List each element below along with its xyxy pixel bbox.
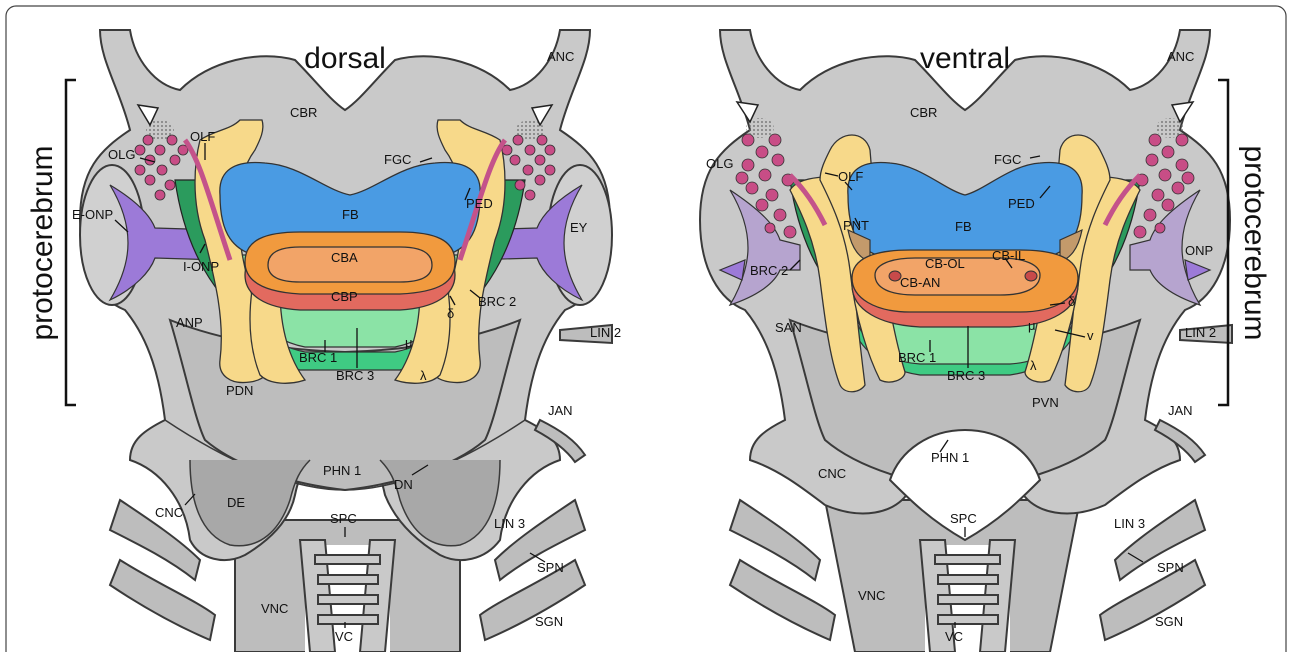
label-mu: μ	[405, 335, 413, 350]
label-nu: v	[1087, 328, 1094, 343]
label-fgc: FGC	[384, 152, 411, 167]
label-cbp: CBP	[331, 289, 358, 304]
label-jan: JAN	[1168, 403, 1193, 418]
label-vnc: VNC	[261, 601, 288, 616]
label-lambda: λ	[420, 368, 427, 383]
label-olg: OLG	[108, 147, 135, 162]
label-cba: CBA	[331, 250, 358, 265]
label-pvn: PVN	[1032, 395, 1059, 410]
label-lambda: λ	[1030, 358, 1037, 373]
label-ped: PED	[466, 196, 493, 211]
label-fb: FB	[955, 219, 972, 234]
label-sgn: SGN	[535, 614, 563, 629]
commissure-4	[318, 615, 378, 624]
label-san: SAN	[775, 320, 802, 335]
dorsal-title: dorsal	[304, 42, 386, 75]
label-anc: ANC	[547, 49, 574, 64]
label-lin2: LIN 2	[590, 325, 621, 340]
label-brc3: BRC 3	[947, 368, 985, 383]
commissure-3	[938, 595, 998, 604]
commissure-3	[318, 595, 378, 604]
label-cb-ol: CB-OL	[925, 256, 965, 271]
label-lin3: LIN 3	[494, 516, 525, 531]
label-spc: SPC	[330, 511, 357, 526]
label-olf: OLF	[838, 169, 863, 184]
side-label-right: protocerebrum	[1238, 145, 1271, 340]
label-cbr: CBR	[290, 105, 317, 120]
label-cbr: CBR	[910, 105, 937, 120]
label-onp: ONP	[1185, 243, 1213, 258]
commissure-2	[318, 575, 378, 584]
cb-an-right	[1025, 271, 1037, 281]
label-dn: DN	[394, 477, 413, 492]
label-delta: δ	[447, 306, 454, 321]
label-sgn: SGN	[1155, 614, 1183, 629]
label-vc: VC	[335, 629, 353, 644]
label-pnt: PNT	[843, 218, 869, 233]
label-i-onp: I-ONP	[183, 259, 219, 274]
label-olg: OLG	[706, 156, 733, 171]
label-olf: OLF	[190, 129, 215, 144]
label-cb-an: CB-AN	[900, 275, 940, 290]
label-brc3: BRC 3	[336, 368, 374, 383]
label-lin3: LIN 3	[1114, 516, 1145, 531]
label-fb: FB	[342, 207, 359, 222]
label-cb-il: CB-IL	[992, 248, 1025, 263]
label-vc: VC	[945, 629, 963, 644]
label-vnc: VNC	[858, 588, 885, 603]
label-spc: SPC	[950, 511, 977, 526]
commissure-4	[938, 615, 998, 624]
label-ped: PED	[1008, 196, 1035, 211]
label-phn1: PHN 1	[931, 450, 969, 465]
label-pdn: PDN	[226, 383, 253, 398]
label-delta: δ	[1068, 294, 1075, 309]
label-brc2: BRC 2	[478, 294, 516, 309]
side-label-left: protocerebrum	[26, 145, 59, 340]
label-anp: ANP	[176, 315, 203, 330]
commissure-1	[935, 555, 1000, 564]
label-jan: JAN	[548, 403, 573, 418]
label-fgc: FGC	[994, 152, 1021, 167]
label-e-onp: E-ONP	[72, 207, 113, 222]
commissure-1	[315, 555, 380, 564]
label-spn: SPN	[537, 560, 564, 575]
label-lin2: LIN 2	[1185, 325, 1216, 340]
label-de: DE	[227, 495, 245, 510]
label-phn1: PHN 1	[323, 463, 361, 478]
label-brc1: BRC 1	[898, 350, 936, 365]
label-anc: ANC	[1167, 49, 1194, 64]
label-ey: EY	[570, 220, 588, 235]
ventral-title: ventral	[920, 42, 1010, 75]
commissure-2	[938, 575, 998, 584]
label-cnc: CNC	[155, 505, 183, 520]
label-brc2: BRC 2	[750, 263, 788, 278]
label-mu: μ	[1028, 318, 1036, 333]
label-cnc: CNC	[818, 466, 846, 481]
label-brc1: BRC 1	[299, 350, 337, 365]
label-spn: SPN	[1157, 560, 1184, 575]
